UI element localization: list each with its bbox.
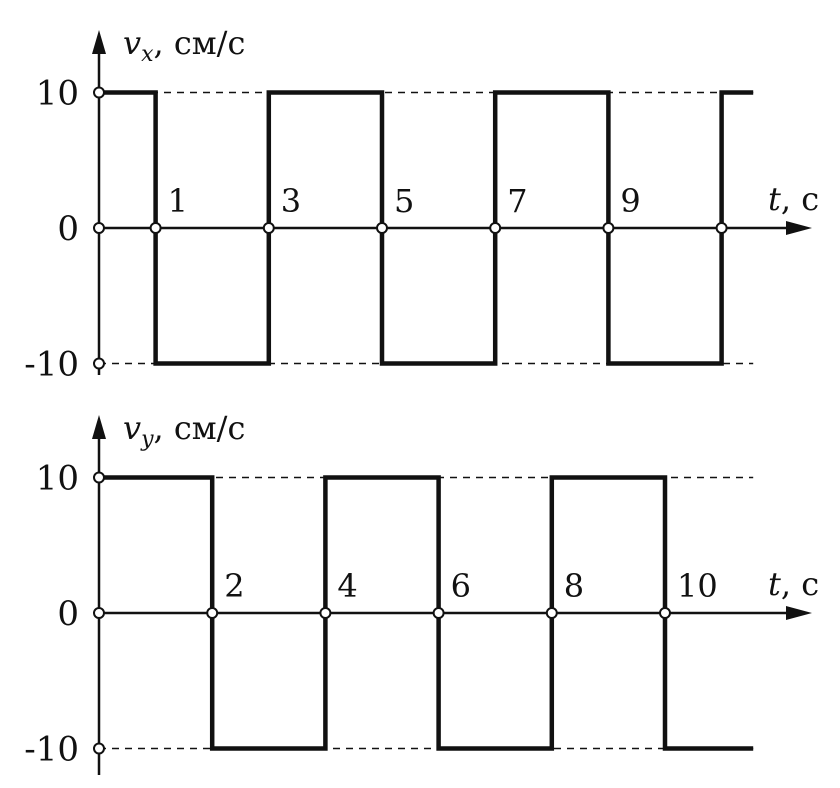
crossing-marker xyxy=(545,607,558,619)
y-tick-marker xyxy=(93,86,105,99)
crossing-marker xyxy=(262,222,275,234)
x-axis-arrow-icon xyxy=(786,221,812,235)
x-axis-label: t, с xyxy=(768,565,819,603)
y-tick-label: 0 xyxy=(57,209,79,249)
x-tick-label: 6 xyxy=(451,567,471,605)
x-tick-label: 8 xyxy=(564,567,584,605)
crossing-marker xyxy=(602,222,615,234)
x-tick-label: 3 xyxy=(281,182,301,220)
crossing-marker xyxy=(715,222,728,234)
y-axis-arrow-icon xyxy=(92,30,106,54)
crossing-marker xyxy=(149,222,162,234)
y-tick-marker xyxy=(93,742,105,755)
crossing-marker xyxy=(432,607,445,619)
x-tick-label: 10 xyxy=(677,567,718,605)
y-tick-label: 0 xyxy=(57,594,79,634)
crossing-marker xyxy=(376,222,388,234)
crossing-marker xyxy=(319,607,332,619)
x-axis-label: t, с xyxy=(768,180,819,218)
x-tick-label: 2 xyxy=(224,567,244,605)
y-axis-label: vy, см/с xyxy=(123,409,245,452)
crossing-marker xyxy=(659,607,671,619)
x-tick-label: 4 xyxy=(337,567,357,605)
x-tick-label: 7 xyxy=(507,182,527,220)
x-tick-label: 9 xyxy=(620,182,640,220)
vx-panel: 10 0 -10 1 3 5 7 9 vx, см/с t, с xyxy=(24,24,819,385)
y-tick-label: 10 xyxy=(36,459,79,499)
y-tick-marker xyxy=(93,357,105,370)
x-axis-arrow-icon xyxy=(786,606,812,620)
y-axis-label: vx, см/с xyxy=(123,24,245,67)
y-tick-marker xyxy=(93,222,105,234)
vy-panel: 10 0 -10 2 4 6 8 10 vy, см/с t, с xyxy=(24,409,819,775)
y-tick-label: -10 xyxy=(24,730,79,770)
y-tick-label: 10 xyxy=(36,74,79,114)
y-axis-arrow-icon xyxy=(92,415,106,439)
crossing-marker xyxy=(206,607,219,619)
y-tick-label: -10 xyxy=(24,345,79,385)
series-line xyxy=(99,90,754,366)
y-tick-marker xyxy=(93,607,105,619)
y-tick-marker xyxy=(93,471,105,484)
x-tick-label: 1 xyxy=(168,182,188,220)
x-tick-label: 5 xyxy=(394,182,414,220)
crossing-marker xyxy=(489,222,502,234)
